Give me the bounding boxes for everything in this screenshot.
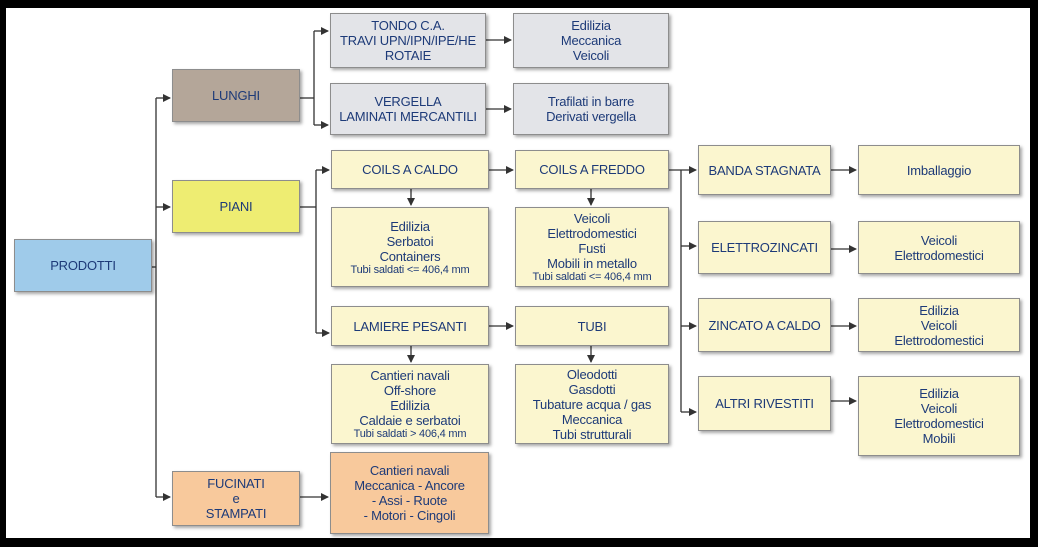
node-vergella: VERGELLA LAMINATI MERCANTILI [330, 83, 486, 135]
node-coils-a-freddo: COILS A FREDDO [515, 150, 669, 189]
node-tubi: TUBI [515, 306, 669, 346]
node-prodotti: PRODOTTI [14, 239, 152, 292]
node-banda-stagnata-uses: Imballaggio [858, 145, 1020, 195]
node-coils-a-freddo-uses: Veicoli Elettrodomestici Fusti Mobili in… [515, 207, 669, 287]
node-elettrozincati: ELETTROZINCATI [698, 221, 831, 274]
node-lunghi: LUNGHI [172, 69, 300, 122]
diagram-canvas: PRODOTTI LUNGHI PIANI FUCINATI e STAMPAT… [6, 8, 1030, 538]
node-fucinati-stampati: FUCINATI e STAMPATI [172, 471, 300, 526]
node-coils-a-caldo: COILS A CALDO [331, 150, 489, 189]
node-coils-a-caldo-uses: Edilizia Serbatoi Containers Tubi saldat… [331, 207, 489, 287]
node-fucinati-uses: Cantieri navali Meccanica - Ancore - Ass… [330, 452, 489, 534]
node-lamiere-pesanti-uses: Cantieri navali Off-shore Edilizia Calda… [331, 364, 489, 444]
node-elettrozincati-uses: Veicoli Elettrodomestici [858, 221, 1020, 274]
node-altri-rivestiti: ALTRI RIVESTITI [698, 376, 831, 431]
node-tubi-uses: Oleodotti Gasdotti Tubature acqua / gas … [515, 364, 669, 444]
node-tondo-uses: Edilizia Meccanica Veicoli [513, 13, 669, 68]
node-piani: PIANI [172, 180, 300, 233]
node-vergella-uses: Trafilati in barre Derivati vergella [513, 83, 669, 135]
node-altri-rivestiti-uses: Edilizia Veicoli Elettrodomestici Mobili [858, 376, 1020, 456]
node-banda-stagnata: BANDA STAGNATA [698, 145, 831, 195]
connector-lines [152, 27, 857, 501]
node-zincato-a-caldo-uses: Edilizia Veicoli Elettrodomestici [858, 298, 1020, 352]
node-tondo-travi-rotaie: TONDO C.A. TRAVI UPN/IPN/IPE/HE ROTAIE [330, 13, 486, 68]
node-zincato-a-caldo: ZINCATO A CALDO [698, 298, 831, 352]
node-lamiere-pesanti: LAMIERE PESANTI [331, 306, 489, 346]
